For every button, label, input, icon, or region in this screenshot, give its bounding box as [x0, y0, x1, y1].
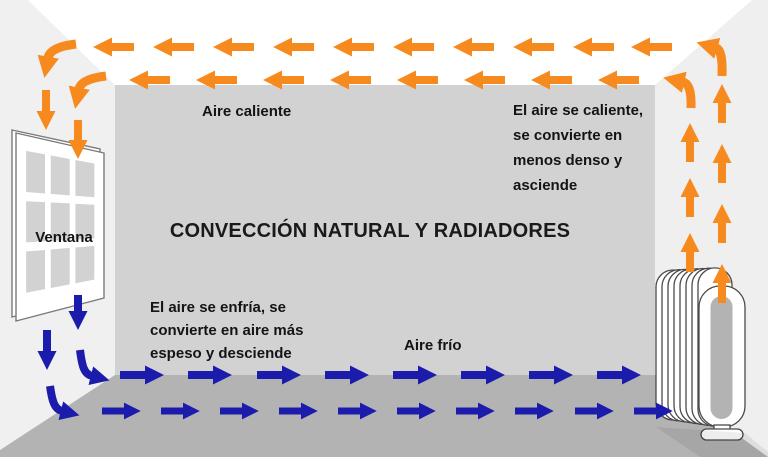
radiator-foot-base [700, 428, 744, 441]
hot-air-flow-arrows [36, 37, 732, 303]
window-pane [50, 155, 70, 196]
window-pane [75, 160, 95, 198]
cold-process-label: El aire se enfría, se convierte en aire … [150, 296, 303, 365]
hot-process-line-1: El aire se caliente, [513, 102, 644, 119]
cold-process-line-3: espeso y desciende [150, 345, 292, 362]
diagram-title: CONVECCIÓN NATURAL Y RADIADORES [169, 220, 571, 242]
cold-process-line-2: convierte en aire más [150, 322, 304, 339]
window-pane [75, 245, 95, 284]
floor [0, 375, 768, 457]
window-pane [26, 249, 46, 293]
window-label: Ventana [35, 229, 93, 246]
hot-process-label: El aire se caliente, se convierte en men… [513, 98, 643, 198]
window-pane [26, 201, 46, 243]
radiator-slot [710, 296, 733, 419]
radiator-shadow [656, 427, 768, 457]
hot-process-line-4: asciende [513, 177, 578, 194]
window [11, 129, 105, 322]
cold-process-line-1: El aire se enfría, se [150, 299, 286, 316]
window-pane [50, 202, 70, 241]
back-wall [115, 85, 655, 375]
ceiling [28, 0, 752, 85]
cold-air-flow-arrows [37, 295, 673, 421]
radiator [655, 267, 746, 441]
window-panes [26, 150, 95, 293]
window-pane [75, 203, 95, 240]
hot-process-line-3: menos denso y [513, 152, 623, 169]
cold-air-label: Aire frío [404, 337, 462, 354]
hot-process-line-2: se convierte en [513, 127, 623, 144]
hot-air-label: Aire caliente [202, 103, 292, 120]
window-pane [26, 150, 46, 194]
window-pane [50, 247, 70, 288]
